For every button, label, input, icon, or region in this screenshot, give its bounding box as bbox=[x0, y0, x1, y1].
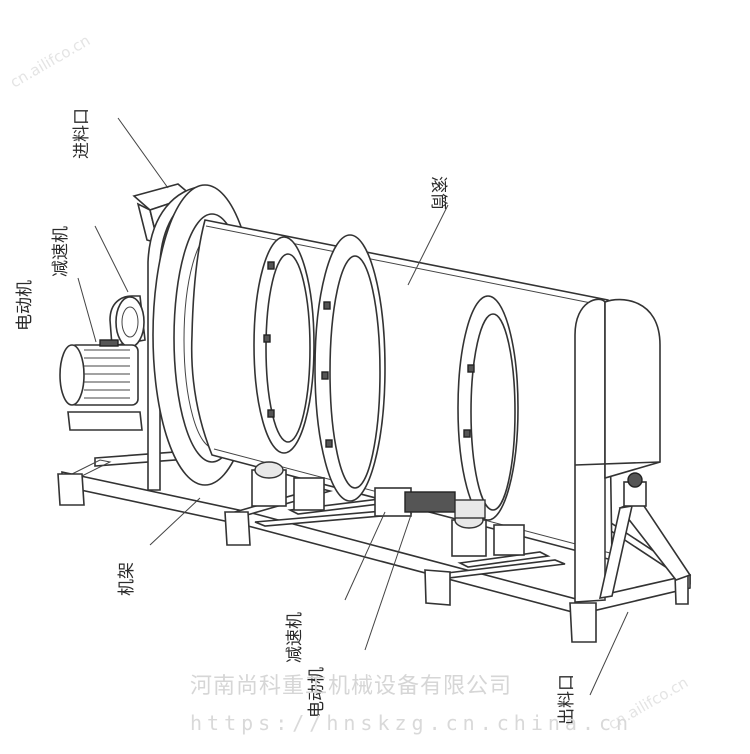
support-roller-front bbox=[251, 461, 325, 511]
watermark-url: https://hnskzg.cn.china.cn bbox=[190, 711, 633, 735]
riding-ring-3 bbox=[457, 295, 519, 521]
label-motor-top: 电动机 bbox=[15, 280, 35, 331]
label-motor-bottom: 电动机 bbox=[307, 667, 327, 718]
label-reducer-bottom: 减速机 bbox=[285, 612, 305, 663]
watermark-company: 河南尚科重工机械设备有限公司 bbox=[190, 674, 512, 699]
leader-lines bbox=[77, 117, 629, 696]
label-drum: 滚筒 bbox=[428, 176, 448, 210]
watermark-corner-top-left: cn.ailifco.cn bbox=[7, 31, 93, 91]
label-frame: 机架 bbox=[117, 562, 137, 596]
discharge-end-housing bbox=[574, 298, 661, 603]
upper-motor bbox=[59, 339, 143, 431]
label-reducer-top: 减速机 bbox=[51, 226, 71, 277]
riding-ring-2 bbox=[314, 234, 386, 502]
label-discharge-outlet: 出料口 bbox=[557, 674, 577, 725]
upper-reducer bbox=[109, 295, 146, 348]
label-feed-inlet: 进料口 bbox=[72, 108, 92, 159]
riding-ring-1 bbox=[253, 236, 315, 454]
lower-drive-unit bbox=[374, 487, 486, 519]
discharge-support-stand bbox=[598, 472, 692, 599]
support-roller-rear bbox=[451, 511, 525, 557]
